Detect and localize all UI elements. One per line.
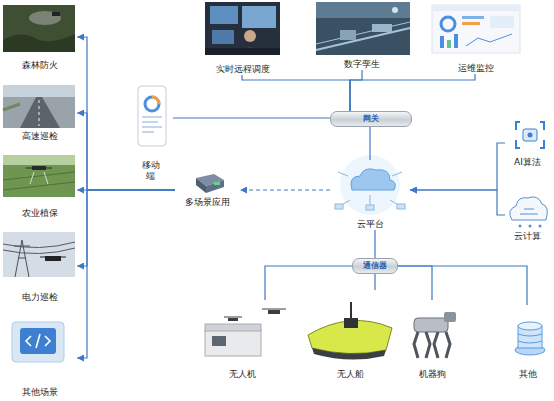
drone-image — [205, 309, 286, 356]
monitor-dashboard — [432, 5, 520, 53]
scene-node: 农业植保 — [2, 153, 77, 219]
node-label: 实时远程调度 — [216, 64, 270, 75]
connector — [242, 75, 350, 111]
scene-node: 电力巡检 — [2, 230, 77, 303]
connector — [77, 190, 175, 266]
connector — [350, 74, 475, 111]
node-label: 网关 — [363, 114, 379, 124]
connector — [410, 190, 505, 215]
farm-photo — [3, 155, 75, 197]
connector — [265, 266, 352, 300]
ai-icon — [516, 122, 544, 148]
other-stack-icon — [515, 322, 545, 355]
node-label: 森林防火 — [22, 60, 58, 71]
device-node: 无人机 — [195, 300, 290, 380]
digital-twin-photo — [316, 2, 410, 55]
connector — [398, 266, 527, 305]
connector — [410, 143, 505, 190]
node-label: 电力巡检 — [22, 292, 58, 303]
scene-node: 其他场景 — [2, 318, 77, 398]
node-label: 数字孪生 — [344, 59, 380, 70]
connector — [240, 189, 330, 190]
connector — [398, 266, 432, 300]
connector — [77, 113, 175, 190]
node-label: 机器狗 — [419, 369, 446, 380]
connector — [374, 230, 375, 258]
phone-image — [138, 86, 166, 146]
service-node: 云计算 — [505, 192, 550, 242]
device-node: 其他 — [505, 305, 550, 380]
node-label: 通信器 — [363, 261, 387, 271]
mobile-node: 移动端 — [128, 84, 173, 182]
image-node: 实时远程调度 — [200, 0, 285, 75]
node-label: 无人机 — [229, 369, 256, 380]
node-label: 云计算 — [514, 231, 541, 242]
node-label: 多场景应用 — [185, 197, 230, 208]
communicator-pipe: 通信器 — [352, 258, 398, 274]
node-label: AI算法 — [514, 157, 541, 168]
connector — [77, 37, 175, 190]
image-node: 运维监控 — [428, 2, 523, 74]
dispatch-photo — [205, 2, 280, 55]
scene-node: 森林防火 — [2, 3, 77, 71]
service-node: AI算法 — [505, 118, 550, 168]
connector — [173, 117, 330, 118]
robot-dog-image — [414, 312, 456, 358]
connector — [369, 127, 370, 160]
device-node: 机器狗 — [405, 300, 460, 380]
node-label: 其他 — [519, 369, 537, 380]
cloud-icon — [335, 155, 405, 215]
node-label: 高速巡检 — [22, 131, 58, 142]
power-photo — [3, 232, 75, 277]
cloud-compute-icon — [510, 197, 548, 228]
device-node: 无人船 — [300, 290, 400, 380]
node-label: 农业植保 — [22, 208, 58, 219]
forest-photo — [3, 5, 75, 52]
app-node: 多场景应用 — [175, 172, 240, 208]
boat-image — [308, 302, 392, 360]
scene-node: 高速巡检 — [2, 84, 77, 142]
node-label: 运维监控 — [458, 63, 494, 74]
device-icon — [196, 174, 224, 193]
connector — [374, 274, 375, 290]
cloud-node: 云平台 — [330, 160, 410, 230]
connector — [77, 190, 175, 358]
node-label: 移动端 — [141, 160, 161, 182]
gateway-pipe: 网关 — [330, 111, 412, 127]
highway-photo — [3, 85, 75, 128]
image-node: 数字孪生 — [312, 0, 412, 70]
other-scene-icon — [12, 322, 64, 362]
connector — [350, 70, 362, 111]
node-label: 无人船 — [337, 369, 364, 380]
node-label: 云平台 — [357, 219, 384, 230]
node-label: 其他场景 — [22, 387, 58, 398]
